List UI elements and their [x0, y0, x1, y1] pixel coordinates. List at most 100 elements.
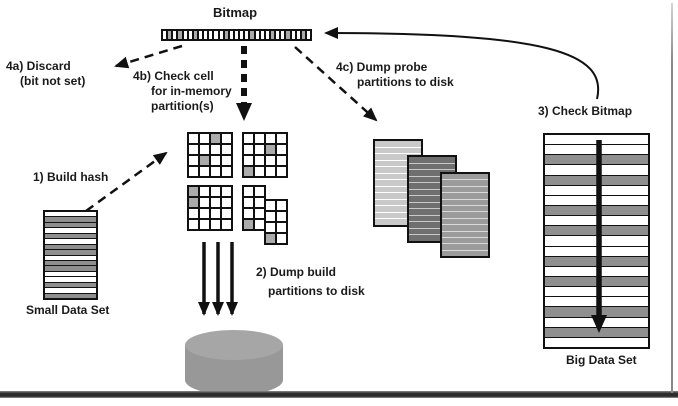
hash-grid-cell — [200, 134, 209, 143]
hash-grid-cell — [255, 134, 264, 143]
stripe-row — [442, 218, 488, 226]
stripe-row — [409, 215, 455, 223]
bitmap-cell — [281, 31, 285, 39]
arrow-4c-dump-probe — [294, 46, 378, 122]
label-step3: 3) Check Bitmap — [538, 104, 633, 118]
bitmap-cell — [204, 31, 208, 39]
hash-grid-cell — [244, 220, 253, 229]
stripe-row — [45, 233, 96, 240]
stripe-row — [442, 205, 488, 213]
stripe-row — [45, 282, 96, 289]
hash-grid-cell — [255, 156, 264, 165]
hash-partition-grid-4a — [242, 185, 266, 231]
stripe-row — [375, 167, 421, 174]
bitmap-cell — [306, 31, 311, 39]
stripe-row — [409, 170, 455, 177]
hash-grid-cell — [222, 187, 231, 196]
hash-grid-cell — [222, 220, 231, 229]
stripe-row — [45, 212, 96, 218]
stripe-row — [375, 154, 421, 161]
hash-grid-cell — [222, 156, 231, 165]
bitmap-cell — [183, 31, 187, 39]
hash-grid-cell — [266, 156, 275, 165]
hash-grid-cell — [277, 156, 286, 165]
hash-grid-cell — [266, 201, 275, 210]
hash-grid-cell — [222, 198, 231, 207]
hash-grid-cell — [211, 209, 220, 218]
stripe-row — [409, 196, 455, 203]
label-step4a-line1: 4a) Discard — [6, 59, 71, 73]
hash-grid-cell — [244, 167, 253, 176]
small-data-set-table — [43, 210, 98, 300]
stripe-row — [375, 186, 421, 194]
hash-grid-cell — [200, 187, 209, 196]
hash-grid-cell — [189, 145, 198, 154]
hash-grid-cell — [244, 209, 253, 218]
stripe-row — [442, 231, 488, 238]
stripe-row — [45, 271, 96, 278]
stripe-row — [442, 225, 488, 232]
stripe-row — [375, 147, 421, 155]
stripe-row — [375, 199, 421, 207]
bitmap-cell — [291, 31, 295, 39]
hash-grid-cell — [244, 145, 253, 154]
stripe-row — [442, 199, 488, 206]
stripe-row — [45, 250, 96, 256]
hash-grid-cell — [222, 167, 231, 176]
bitmap-cell — [276, 31, 280, 39]
hash-grid-cell — [189, 167, 198, 176]
stripe-row — [45, 239, 96, 245]
bitmap-cell — [229, 31, 233, 39]
stripe-row — [375, 173, 421, 181]
hash-grid-cell — [277, 145, 286, 154]
stripe-row — [442, 212, 488, 219]
hash-grid-cell — [244, 156, 253, 165]
arrow-4a-discard — [114, 44, 183, 69]
hash-grid-cell — [200, 156, 209, 165]
bitmap-cell — [245, 31, 249, 39]
stripe-row — [375, 212, 421, 220]
hash-grid-cell — [222, 209, 231, 218]
stripe-row — [45, 277, 96, 283]
hash-grid-cell — [266, 134, 275, 143]
stripe-row — [375, 206, 421, 213]
hash-grid-cell — [200, 198, 209, 207]
stripe-row — [442, 250, 488, 257]
hash-grid-cell — [189, 187, 198, 196]
hash-grid-cell — [266, 145, 275, 154]
bitmap-cell — [286, 31, 290, 39]
stripe-row — [409, 209, 455, 216]
figure-bottom-rule — [0, 391, 678, 398]
stripe-row — [375, 180, 421, 187]
bitmap-cell — [265, 31, 269, 39]
label-step1: 1) Build hash — [33, 170, 109, 184]
stripe-row — [442, 193, 488, 200]
label-step4b-line1: 4b) Check cell — [133, 69, 214, 83]
bitmap-cell — [224, 31, 228, 39]
hash-grid-cell — [266, 234, 275, 243]
stripe-row — [409, 235, 455, 241]
hash-grid-cell — [277, 223, 286, 232]
hash-grid-cell — [255, 167, 264, 176]
stripe-row — [545, 337, 648, 347]
hash-grid-cell — [211, 187, 220, 196]
hash-grid-cell — [200, 167, 209, 176]
hash-grid-cell — [189, 209, 198, 218]
bitmap-cell — [255, 31, 259, 39]
label-step4b-line2: for in-memory — [151, 84, 232, 98]
stripe-row — [442, 180, 488, 187]
bitmap-cell — [250, 31, 254, 39]
bitmap-cell — [214, 31, 218, 39]
hash-grid-cell — [244, 134, 253, 143]
label-step4a-line2: (bit not set) — [20, 74, 86, 88]
hash-grid-cell — [266, 212, 275, 221]
stripe-row — [409, 176, 455, 184]
hash-grid-cell — [255, 145, 264, 154]
hash-grid-cell — [266, 167, 275, 176]
stripe-row — [45, 244, 96, 251]
stripe-row — [375, 219, 421, 225]
stripe-row — [442, 244, 488, 251]
hash-grid-cell — [200, 220, 209, 229]
